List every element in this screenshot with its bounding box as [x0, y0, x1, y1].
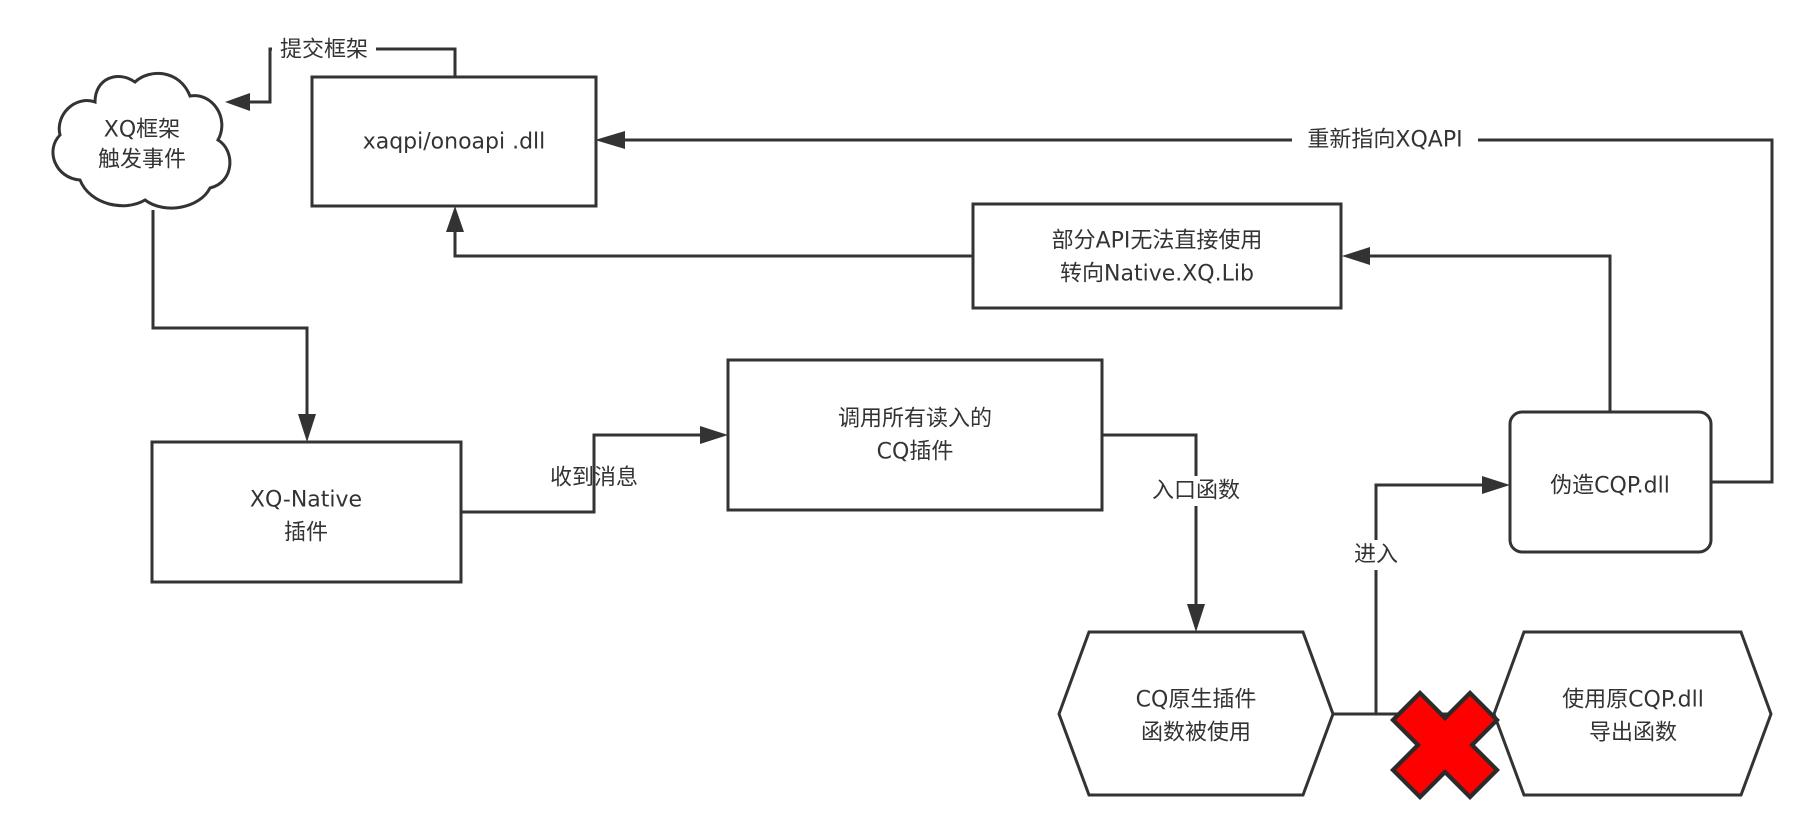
node-label-native-lib-line2: 转向Native.XQ.Lib — [1060, 262, 1254, 287]
node-label-cq-native-line1: CQ原生插件 — [1136, 688, 1257, 713]
edge-entry-function: 入口函数 — [1103, 433, 1249, 632]
node-label-orig-cqp-line2: 导出函数 — [1589, 721, 1677, 746]
node-label-native-lib-line1: 部分API无法直接使用 — [1052, 229, 1263, 254]
edge-cloud-to-xq-native — [151, 210, 316, 442]
edge-native-lib-to-xaqpi — [446, 206, 973, 258]
node-fake-cqp: 伪造CQP.dll — [1508, 410, 1713, 554]
edge-receive-message: 收到消息 — [462, 426, 728, 514]
edge-submit-framework: 提交框架 — [225, 36, 457, 111]
node-label-xq-native-line2: 插件 — [284, 521, 328, 546]
edge-label-receive-message: 收到消息 — [550, 466, 638, 491]
edge-enter: 进入 — [1333, 476, 1510, 716]
node-label-orig-cqp-line1: 使用原CQP.dll — [1562, 688, 1704, 713]
node-label-xq-native-line1: XQ-Native — [250, 488, 362, 513]
node-label-call-plugins-line1: 调用所有读入的 — [838, 407, 992, 432]
node-call-plugins: 调用所有读入的 CQ插件 — [726, 358, 1104, 512]
node-xaqpi-dll: xaqpi/onoapi .dll — [310, 75, 598, 208]
node-xq-native: XQ-Native 插件 — [150, 440, 463, 584]
node-label-xq-framework-line1: XQ框架 — [104, 118, 180, 143]
node-orig-cqp: 使用原CQP.dll 导出函数 — [1492, 630, 1773, 797]
cross-icon — [1390, 690, 1500, 800]
node-native-lib: 部分API无法直接使用 转向Native.XQ.Lib — [971, 202, 1343, 310]
node-xq-framework: XQ框架 触发事件 — [51, 72, 232, 210]
edge-redirect-xqapi: 重新指向XQAPI — [595, 126, 1774, 484]
node-label-cq-native-line2: 函数被使用 — [1141, 721, 1251, 746]
node-label-fake-cqp: 伪造CQP.dll — [1550, 474, 1670, 499]
node-label-xq-framework-line2: 触发事件 — [98, 148, 186, 173]
node-cq-native: CQ原生插件 函数被使用 — [1057, 630, 1335, 797]
node-label-xaqpi-dll: xaqpi/onoapi .dll — [363, 130, 546, 155]
edge-label-submit-framework: 提交框架 — [280, 38, 368, 63]
edge-label-entry-function: 入口函数 — [1152, 479, 1240, 504]
edge-label-enter: 进入 — [1354, 543, 1398, 568]
edge-fake-to-native-lib — [1342, 247, 1612, 412]
edge-label-redirect-xqapi: 重新指向XQAPI — [1307, 128, 1462, 153]
node-label-call-plugins-line2: CQ插件 — [877, 440, 954, 465]
